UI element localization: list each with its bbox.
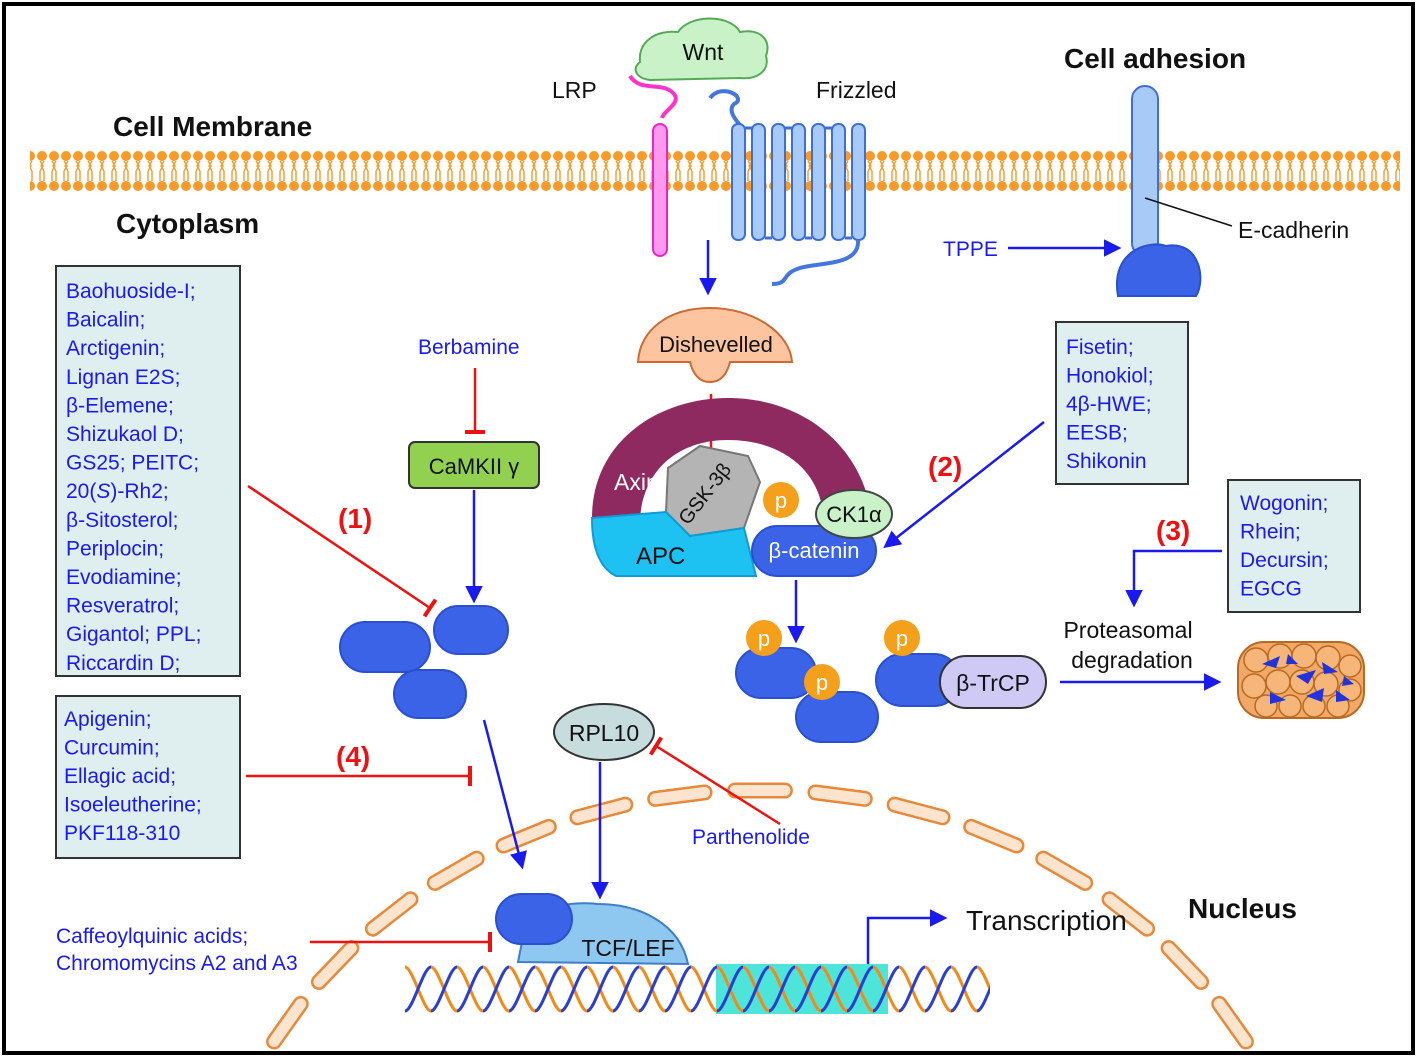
caffeoyl-label-2: Chromomycins A2 and A3 bbox=[56, 952, 298, 975]
cytoplasm-label: Cytoplasm bbox=[116, 208, 259, 239]
compound-box-4 bbox=[55, 695, 241, 859]
compound-item: β-Sitosterol; bbox=[66, 509, 178, 532]
pathway-number-1: (1) bbox=[338, 503, 372, 534]
dishevelled bbox=[636, 306, 794, 384]
compound-item: Shikonin bbox=[1066, 450, 1147, 473]
caffeoyl-label-1: Caffeoylquinic acids; bbox=[56, 925, 248, 948]
svg-text:p: p bbox=[758, 626, 770, 651]
compound-item: Gigantol; PPL; bbox=[66, 623, 201, 646]
camkii bbox=[408, 441, 540, 489]
phospho-marker bbox=[763, 482, 799, 518]
compound-item: Rhein; bbox=[1240, 521, 1301, 544]
compound-item: EESB; bbox=[1066, 422, 1128, 445]
compound-box-1 bbox=[55, 265, 241, 677]
tcf-lef-label: TCF/LEF bbox=[581, 935, 674, 961]
rpl10-label: RPL10 bbox=[569, 720, 639, 746]
cell-membrane-label: Cell Membrane bbox=[113, 111, 312, 142]
compound-box-1-list: Baohuoside-I; Baicalin; Arctigenin; Lignan … bbox=[66, 280, 201, 675]
phosphorylated-beta-catenin: p p p bbox=[735, 620, 961, 743]
compound-box-3 bbox=[1227, 479, 1361, 613]
parthenolide-label: Parthenolide bbox=[692, 826, 810, 849]
free-beta-catenin bbox=[339, 605, 509, 719]
compound-item: 4β-HWE; bbox=[1066, 393, 1152, 416]
compound-item: Arctigenin; bbox=[66, 337, 165, 360]
e-cadherin-label: E-cadherin bbox=[1238, 217, 1349, 243]
svg-text:p: p bbox=[816, 670, 828, 695]
compound-item: 20(S)-Rh2; bbox=[66, 480, 169, 503]
compound-item: Periplocin; bbox=[66, 537, 164, 560]
compound-item: Evodiamine; bbox=[66, 566, 182, 589]
pathway-number-2: (2) bbox=[928, 451, 962, 482]
compound-item: Baicalin; bbox=[66, 309, 145, 332]
compound-item: Fisetin; bbox=[1066, 336, 1134, 359]
apc-label: APC bbox=[636, 543, 685, 570]
compound-item: Curcumin; bbox=[64, 737, 160, 760]
compound-box-2 bbox=[1055, 321, 1189, 485]
compound-item: β-Elemene; bbox=[66, 394, 174, 417]
compound-item: Isoeleutherine; bbox=[64, 794, 202, 817]
compound-item: EGCG bbox=[1240, 578, 1302, 601]
rpl10 bbox=[553, 703, 655, 761]
target-gene-region bbox=[716, 964, 888, 1014]
compound-box-4-list: Apigenin; Curcumin; Ellagic acid; Isoeleuth… bbox=[64, 708, 202, 845]
proteasomal-label: Proteasomal bbox=[1063, 617, 1192, 643]
compound-item: Honokiol; bbox=[1066, 365, 1154, 388]
apc bbox=[590, 510, 758, 577]
e-cadherin-bound-beta-catenin bbox=[1115, 243, 1202, 297]
wnt-ligand bbox=[634, 17, 769, 82]
proteasome bbox=[1237, 641, 1365, 719]
degradation-label: degradation bbox=[1071, 647, 1193, 673]
frizzled-receptor bbox=[731, 123, 866, 241]
nuclear-envelope bbox=[252, 782, 1268, 1062]
compound-item: Decursin; bbox=[1240, 549, 1329, 572]
camkii-label: CaMKII γ bbox=[429, 454, 519, 479]
compound-item: Apigenin; bbox=[64, 708, 152, 731]
dishevelled-label: Dishevelled bbox=[659, 332, 773, 357]
ck1a bbox=[815, 489, 893, 539]
compound-item: Baohuoside-I; bbox=[66, 280, 196, 303]
berbamine-label: Berbamine bbox=[418, 336, 520, 359]
compound-item: GS25; PEITC; bbox=[66, 452, 199, 475]
beta-catenin-complex bbox=[751, 525, 877, 577]
ck1a-label: CK1α bbox=[826, 502, 882, 527]
wnt-label: Wnt bbox=[683, 39, 725, 65]
compound-item: Wogonin; bbox=[1240, 492, 1328, 515]
transcription-label: Transcription bbox=[966, 905, 1127, 936]
compound-box-2-list: Fisetin; Honokiol; 4β-HWE; EESB; Shikonin bbox=[1066, 336, 1154, 473]
axin-label: Axin bbox=[614, 469, 659, 495]
dna-helix bbox=[405, 965, 990, 1013]
cell-adhesion-label: Cell adhesion bbox=[1064, 43, 1246, 74]
lrp-receptor bbox=[652, 123, 668, 257]
svg-text:p: p bbox=[775, 488, 787, 513]
cell-membrane bbox=[30, 148, 1400, 194]
nuclear-beta-catenin bbox=[495, 893, 573, 945]
frizzled-label: Frizzled bbox=[816, 77, 897, 103]
beta-catenin-label: β-catenin bbox=[769, 538, 860, 563]
compound-item: PKF118-310 bbox=[64, 822, 180, 845]
e-cadherin bbox=[1131, 85, 1159, 257]
pathway-number-4: (4) bbox=[336, 741, 370, 772]
compound-item: Resveratrol; bbox=[66, 595, 179, 618]
lrp-label: LRP bbox=[552, 77, 597, 103]
compound-box-3-list: Wogonin; Rhein; Decursin; EGCG bbox=[1240, 492, 1329, 601]
compound-item: Lignan E2S; bbox=[66, 366, 180, 389]
svg-text:p: p bbox=[896, 626, 908, 651]
tppe-label: TPPE bbox=[943, 238, 998, 261]
beta-trcp bbox=[939, 655, 1047, 709]
axin bbox=[592, 398, 870, 518]
beta-trcp-label: β-TrCP bbox=[956, 670, 1030, 696]
nucleus-label: Nucleus bbox=[1188, 893, 1297, 924]
pathway-number-3: (3) bbox=[1156, 515, 1190, 546]
compound-item: Ellagic acid; bbox=[64, 765, 176, 788]
compound-item: Shizukaol D; bbox=[66, 423, 184, 446]
compound-item: Riccardin D; bbox=[66, 652, 180, 675]
